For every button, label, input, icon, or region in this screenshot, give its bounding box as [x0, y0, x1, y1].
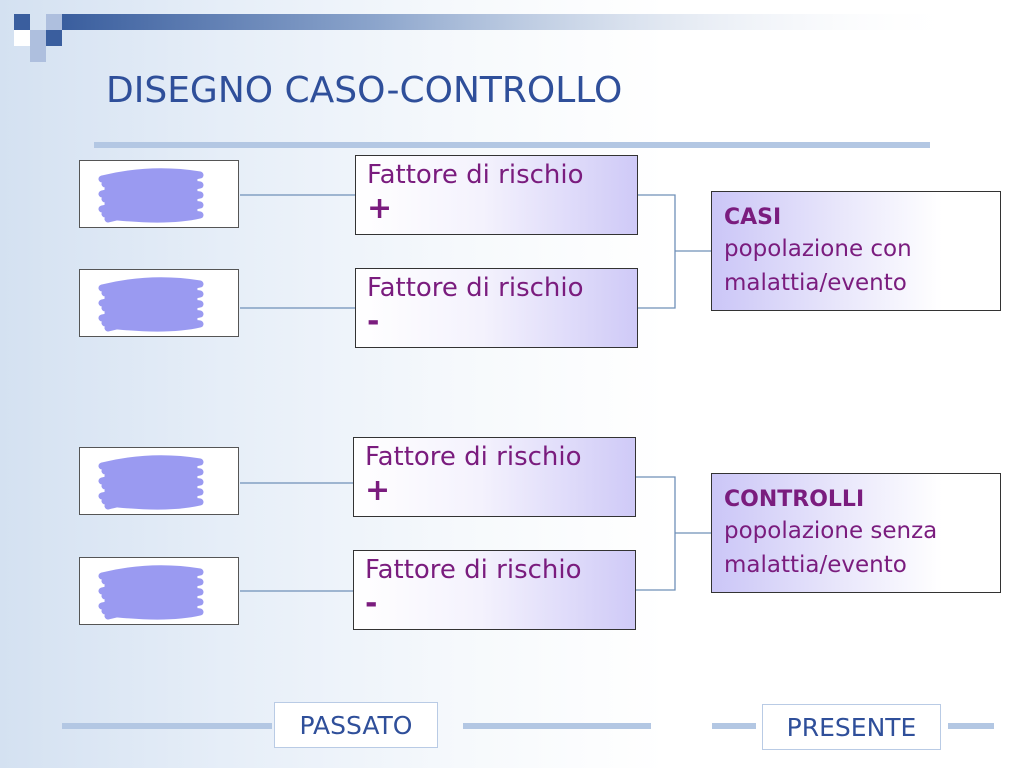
risk-factor-sign: + — [367, 191, 393, 226]
present-label: PRESENTE — [786, 712, 917, 742]
scribble-icon — [98, 168, 204, 223]
risk-factor-label: Fattore di rischio — [367, 273, 584, 303]
risk-factor-sign: - — [367, 304, 380, 339]
risk-factor-sign: - — [365, 586, 378, 621]
deco-square — [14, 14, 30, 30]
group-description: popolazione senza — [724, 518, 938, 544]
group-title: CONTROLLI — [724, 487, 865, 512]
bracket-line — [637, 194, 676, 309]
risk-factor-label: Fattore di rischio — [367, 160, 584, 190]
title-underline — [94, 142, 930, 148]
past-label: PASSATO — [299, 710, 413, 740]
population-thumbnail — [79, 447, 239, 515]
deco-square — [46, 14, 62, 30]
risk-factor-box: Fattore di rischio + — [353, 437, 636, 517]
risk-factor-label: Fattore di rischio — [365, 555, 582, 585]
deco-square — [30, 46, 46, 62]
header-band — [62, 14, 962, 30]
scribble-stroke — [98, 277, 204, 332]
population-thumbnail — [79, 269, 239, 337]
population-thumbnail — [79, 557, 239, 625]
timeline-bar — [463, 723, 651, 729]
risk-factor-box: Fattore di rischio - — [353, 550, 636, 630]
corner-decoration — [14, 14, 962, 62]
deco-square — [46, 30, 62, 46]
deco-square — [30, 30, 46, 46]
scribble-stroke — [98, 168, 204, 223]
group-description: malattia/evento — [724, 552, 907, 578]
scribble-icon — [98, 277, 204, 332]
group-description: popolazione con — [724, 236, 912, 262]
risk-factor-sign: + — [365, 473, 391, 508]
scribble-stroke — [98, 455, 204, 510]
present-label-box: PRESENTE — [762, 704, 941, 750]
risk-factor-box: Fattore di rischio - — [355, 268, 638, 348]
timeline-bar — [712, 723, 756, 729]
scribble-icon — [98, 455, 204, 510]
group-title: CASI — [724, 205, 782, 230]
population-thumbnail — [79, 160, 239, 228]
past-label-box: PASSATO — [274, 702, 438, 748]
slide-title: DISEGNO CASO-CONTROLLO — [106, 70, 623, 111]
cases-group-box: CASI popolazione con malattia/evento — [711, 191, 1001, 311]
scribble-stroke — [98, 565, 204, 620]
bracket-line — [635, 476, 676, 591]
risk-factor-box: Fattore di rischio + — [355, 155, 638, 235]
deco-square — [14, 30, 30, 46]
controls-group-box: CONTROLLI popolazione senza malattia/eve… — [711, 473, 1001, 593]
timeline-bar — [948, 723, 994, 729]
scribble-icon — [98, 565, 204, 620]
group-description: malattia/evento — [724, 270, 907, 296]
risk-factor-label: Fattore di rischio — [365, 442, 582, 472]
timeline-bar — [62, 723, 272, 729]
